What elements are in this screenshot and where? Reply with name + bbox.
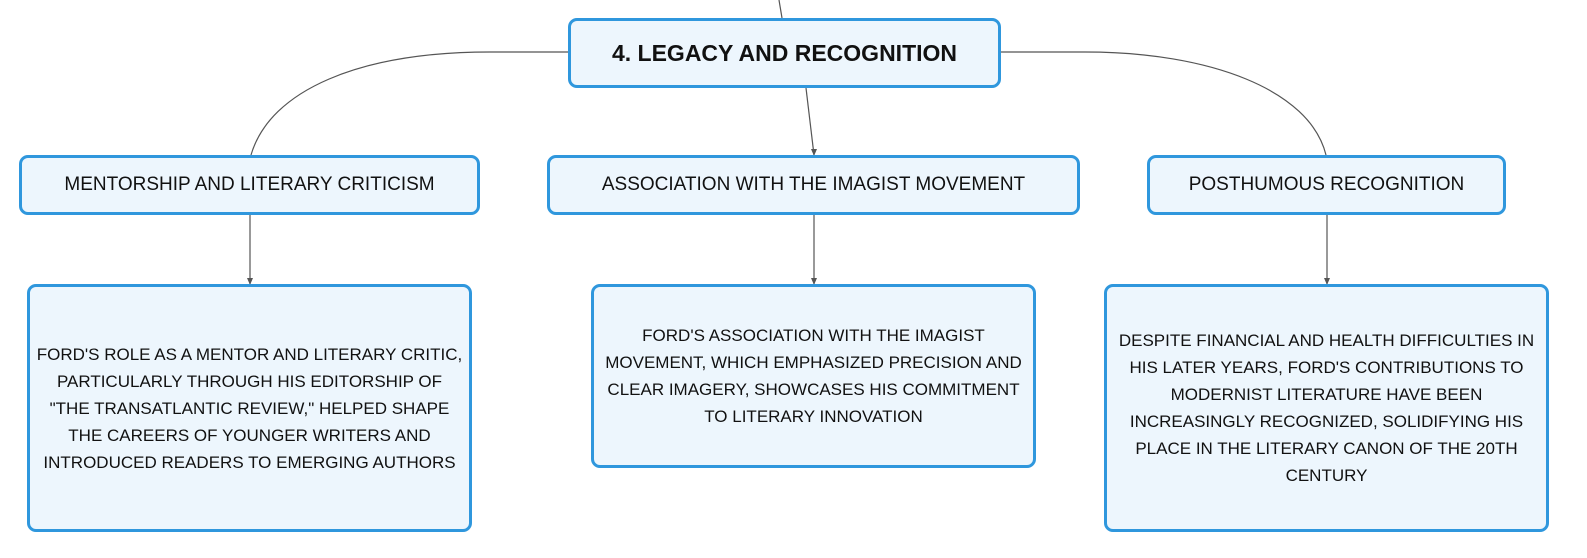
connector-root-to-imagist	[805, 87, 815, 156]
connector-incoming	[778, 0, 783, 19]
branch-label: MENTORSHIP AND LITERARY CRITICISM	[64, 174, 435, 195]
arrowhead-mentorship-detail	[247, 278, 253, 285]
branch-node-mentorship[interactable]: MENTORSHIP AND LITERARY CRITICISM	[19, 155, 480, 215]
root-label: 4. LEGACY AND RECOGNITION	[611, 39, 958, 66]
detail-text: FORD'S ASSOCIATION WITH THE IMAGIST MOVE…	[605, 326, 1022, 426]
branch-label: POSTHUMOUS RECOGNITION	[1188, 174, 1465, 195]
arrowhead-imagist	[811, 149, 817, 156]
branch-label: ASSOCIATION WITH THE IMAGIST MOVEMENT	[601, 174, 1026, 195]
connector-root-to-posthumous	[1001, 51, 1327, 156]
detail-text: FORD'S ROLE AS A MENTOR AND LITERARY CRI…	[36, 344, 463, 472]
branch-node-imagist[interactable]: ASSOCIATION WITH THE IMAGIST MOVEMENT	[547, 155, 1080, 215]
root-node[interactable]: 4. LEGACY AND RECOGNITION	[568, 18, 1001, 88]
detail-node-posthumous[interactable]: DESPITE FINANCIAL AND HEALTH DIFFICULTIE…	[1104, 284, 1549, 532]
detail-node-mentorship[interactable]: FORD'S ROLE AS A MENTOR AND LITERARY CRI…	[27, 284, 472, 532]
arrowhead-posthumous-detail	[1324, 278, 1330, 285]
arrowhead-imagist-detail	[811, 278, 817, 285]
detail-text: DESPITE FINANCIAL AND HEALTH DIFFICULTIE…	[1118, 331, 1535, 485]
branch-node-posthumous[interactable]: POSTHUMOUS RECOGNITION	[1147, 155, 1506, 215]
detail-node-imagist[interactable]: FORD'S ASSOCIATION WITH THE IMAGIST MOVE…	[591, 284, 1036, 468]
connector-root-to-mentorship	[250, 51, 568, 156]
